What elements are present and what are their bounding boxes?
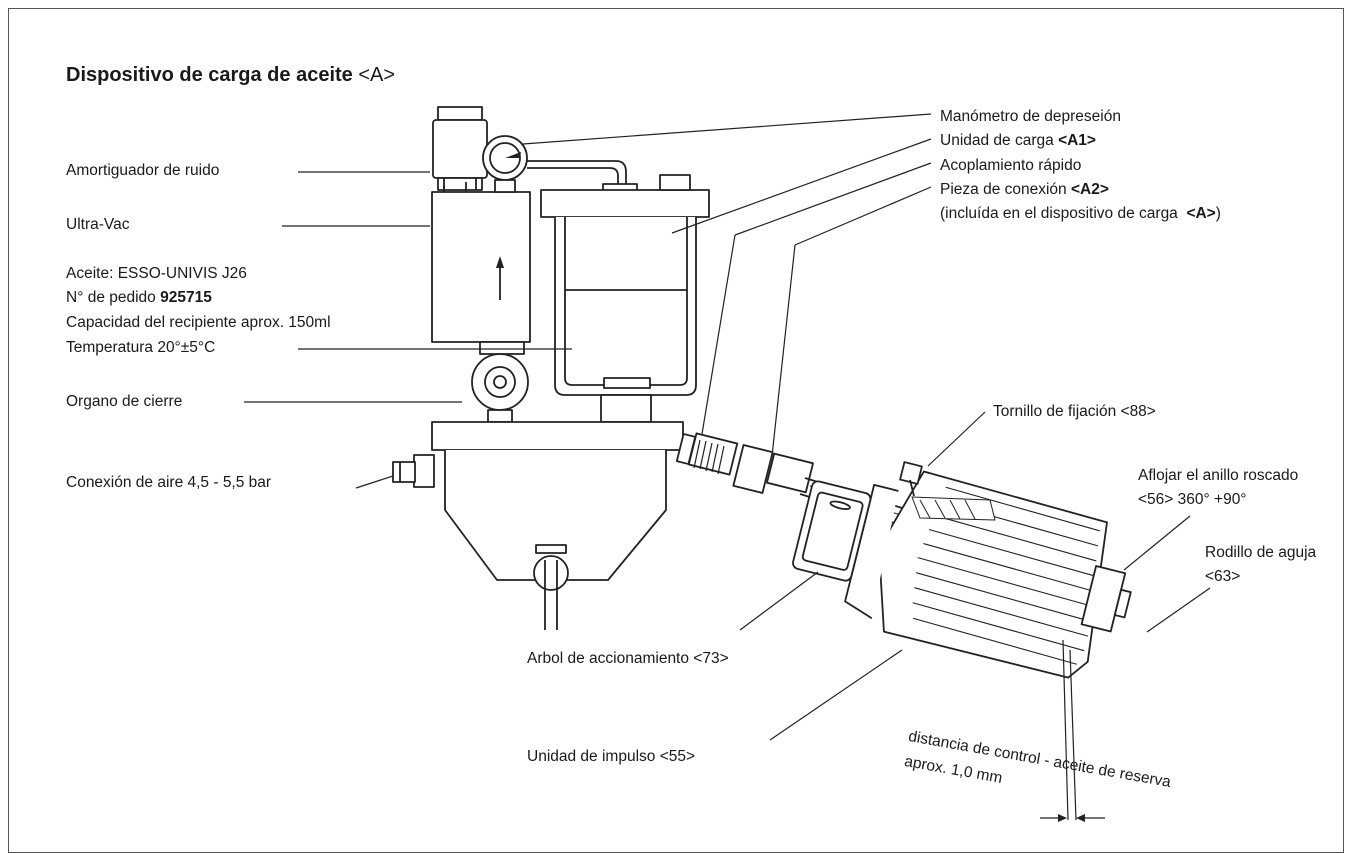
order-number: 925715 — [160, 289, 212, 306]
load-unit-ref: <A1> — [1058, 132, 1096, 149]
label-capacity: Capacidad del recipiente aprox. 150ml — [66, 314, 331, 331]
label-drive-shaft: Arbol de accionamiento <73> — [527, 650, 729, 667]
included-text: (incluída en el dispositivo de carga — [940, 205, 1178, 222]
diagram-title: Dispositivo de carga de aceite <A> — [66, 64, 395, 87]
shutoff-valve — [471, 341, 529, 423]
label-fixing-screw: Tornillo de fijación <88> — [993, 403, 1156, 420]
muffler — [432, 106, 488, 191]
label-connection-piece: Pieza de conexión <A2> — [940, 181, 1109, 199]
load-unit-text: Unidad de carga — [940, 132, 1054, 149]
label-load-unit: Unidad de carga <A1> — [940, 132, 1096, 150]
label-needle-roller-1: Rodillo de aguja — [1205, 544, 1317, 561]
label-oil: Aceite: ESSO-UNIVIS J26 — [66, 265, 247, 282]
base-block — [392, 421, 684, 630]
label-needle-roller-2: <63> — [1205, 568, 1241, 585]
pulse-unit-hatch — [911, 496, 996, 521]
label-threaded-ring-1: Aflojar el anillo roscado — [1138, 467, 1299, 484]
title-ref: <A> — [358, 64, 396, 86]
label-temperature: Temperatura 20°±5°C — [66, 339, 216, 356]
loading-container — [540, 174, 710, 423]
control-gap — [1040, 639, 1105, 822]
fixing-screw — [899, 461, 923, 497]
label-ultravac: Ultra-Vac — [66, 216, 130, 233]
label-threaded-ring-2: <56> 360° +90° — [1138, 491, 1247, 508]
label-quick-coupling: Acoplamiento rápido — [940, 157, 1082, 174]
label-order: N° de pedido 925715 — [66, 289, 212, 307]
label-shutoff: Organo de cierre — [66, 393, 183, 410]
pulse-unit — [792, 470, 1132, 679]
ultravac-body — [431, 182, 531, 343]
label-noise-damper: Amortiguador de ruido — [66, 162, 220, 179]
title-main: Dispositivo de carga de aceite — [66, 64, 353, 86]
label-pulse-unit: Unidad de impulso <55> — [527, 748, 696, 765]
piece-text: Pieza de conexión — [940, 181, 1067, 198]
label-included: (incluída en el dispositivo de carga <A>… — [940, 205, 1221, 223]
included-close: ) — [1215, 205, 1221, 222]
label-air-connection: Conexión de aire 4,5 - 5,5 bar — [66, 474, 272, 491]
leader-lines — [244, 113, 1211, 741]
label-vacuum-gauge: Manómetro de depreseión — [940, 108, 1121, 125]
vacuum-gauge — [482, 135, 638, 194]
order-prefix: N° de pedido — [66, 289, 156, 306]
piece-ref: <A2> — [1070, 181, 1109, 198]
included-ref: <A> — [1186, 205, 1216, 222]
